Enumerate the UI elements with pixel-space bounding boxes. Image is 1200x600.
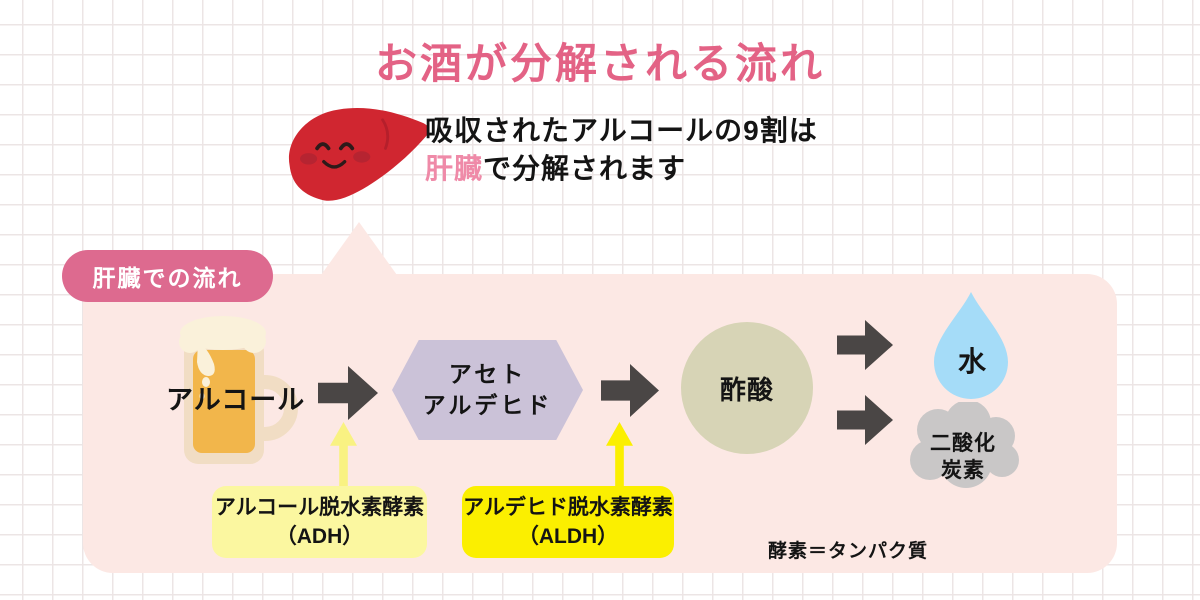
acetic-acid-circle: 酢酸 [681, 322, 813, 454]
intro-text: 吸収されたアルコールの9割は 肝臓で分解されます [425, 112, 818, 188]
liver-highlight: 肝臓 [425, 153, 484, 184]
co2-cloud-icon [906, 400, 1022, 492]
water-drop-icon [931, 290, 1011, 400]
enzyme-note: 酵素＝タンパク質 [768, 541, 929, 562]
intro-line1: 吸収されたアルコールの9割は [425, 115, 818, 146]
liver-icon [281, 99, 433, 211]
aldh-line1: アルデヒド脱水素酵素 [463, 496, 673, 519]
co2-label: 二酸化 炭素 [903, 430, 1023, 484]
acetaldehyde-line1: アセト [448, 361, 527, 387]
aldh-enzyme-box: アルデヒド脱水素酵素 （ALDH） [462, 486, 674, 558]
aldh-line2: （ALDH） [517, 525, 619, 548]
acetaldehyde-line2: アルデヒド [422, 392, 553, 418]
adh-enzyme-box: アルコール脱水素酵素 （ADH） [212, 486, 427, 558]
section-badge-label: 肝臓での流れ [92, 265, 243, 291]
co2-line2: 炭素 [941, 459, 985, 482]
panel-pointer-triangle [316, 222, 402, 282]
alcohol-label: アルコール [166, 385, 306, 415]
page-title: お酒が分解される流れ [374, 40, 825, 87]
acetic-acid-label: 酢酸 [719, 374, 774, 405]
adh-line1: アルコール脱水素酵素 [214, 496, 425, 519]
beer-mug-icon [176, 312, 298, 470]
section-badge: 肝臓での流れ [62, 250, 273, 302]
co2-line1: 二酸化 [930, 432, 996, 455]
acetaldehyde-hexagon: アセト アルデヒド [392, 340, 583, 440]
water-label: 水 [957, 346, 986, 377]
adh-line2: （ADH） [275, 525, 364, 548]
intro-line2: 肝臓で分解されます [425, 153, 687, 184]
